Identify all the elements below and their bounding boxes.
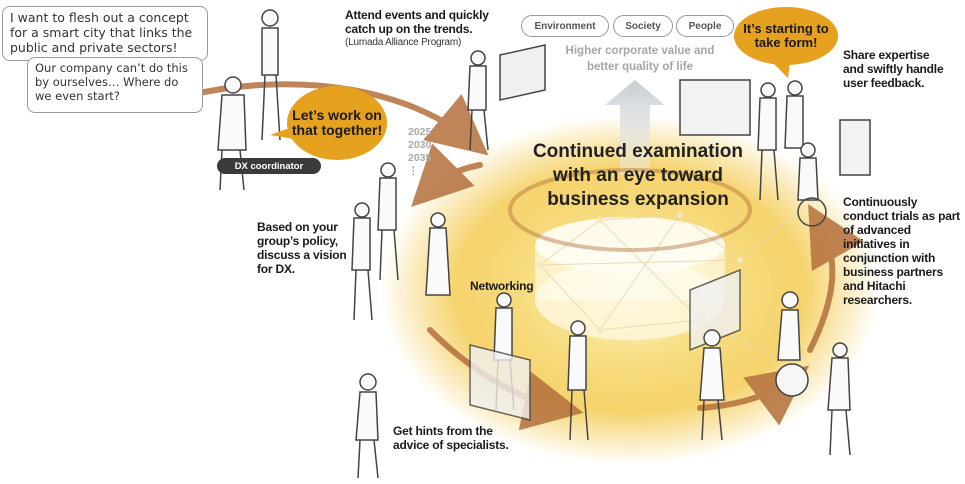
label-attend: Attend events and quickly catch up on th… xyxy=(345,8,505,50)
label-attend-sub: (Lumada Alliance Program) xyxy=(345,37,462,48)
center-title: Continued examination with an eye toward… xyxy=(532,141,744,210)
year-ellipsis: ⋮ xyxy=(408,165,419,177)
pill-society: Society xyxy=(613,15,673,37)
year-2035: 2035 xyxy=(408,152,432,164)
year-2025: 2025 xyxy=(408,126,432,138)
pill-people: People xyxy=(676,15,734,37)
speech-bubble-concern: Our company can’t do this by ourselves… … xyxy=(27,57,203,113)
year-2030: 2030 xyxy=(408,139,432,151)
speech-bubble-request: I want to flesh out a concept for a smar… xyxy=(2,6,208,61)
label-networking: Networking xyxy=(470,279,534,293)
label-share: Share expertise and swiftly handle user … xyxy=(843,48,944,90)
years-list: 2025 2030 2035 ⋮ xyxy=(408,126,431,178)
label-hints: Get hints from the advice of specialists… xyxy=(393,424,509,452)
pill-environment: Environment xyxy=(521,15,609,37)
label-vision: Based on your group’s policy, discuss a … xyxy=(257,220,347,276)
label-attend-text: Attend events and quickly catch up on th… xyxy=(345,8,489,36)
upward-arrow xyxy=(605,80,665,175)
value-text: Higher corporate value and better qualit… xyxy=(565,45,715,73)
speech-bubble-together: Let’s work on that together! xyxy=(287,86,387,160)
dx-coordinator-badge: DX coordinator xyxy=(217,158,321,174)
speech-bubble-starting: It’s starting to take form! xyxy=(734,7,838,65)
label-trials: Continuously conduct trials as part of a… xyxy=(843,195,960,307)
